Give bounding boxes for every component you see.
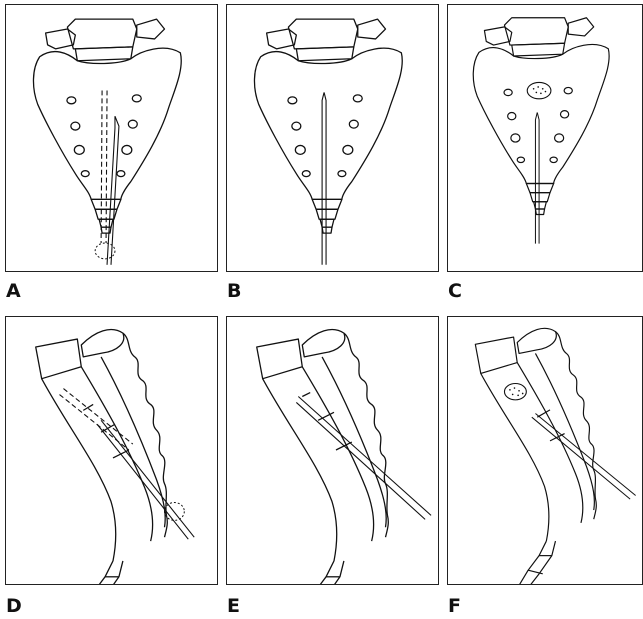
diagram-panel-a	[5, 4, 218, 272]
sacrum-posterior-view	[227, 5, 438, 271]
sacrum-posterior-view	[448, 5, 642, 271]
panel-label-a: A	[6, 282, 21, 301]
panel-label-b: B	[227, 282, 241, 301]
sacrum-lateral-view	[227, 317, 438, 584]
sacrum-lateral-view	[448, 317, 642, 584]
sacrum-posterior-view	[6, 5, 217, 271]
sacrum-lateral-view	[6, 317, 217, 584]
diagram-panel-b	[226, 4, 439, 272]
diagram-panel-c	[447, 4, 643, 272]
diagram-panel-e	[226, 316, 439, 585]
panel-label-d: D	[6, 597, 22, 616]
panel-label-c: C	[448, 282, 462, 301]
panel-label-e: E	[227, 597, 240, 616]
panel-label-f: F	[448, 597, 461, 616]
diagram-panel-f	[447, 316, 643, 585]
diagram-panel-d	[5, 316, 218, 585]
